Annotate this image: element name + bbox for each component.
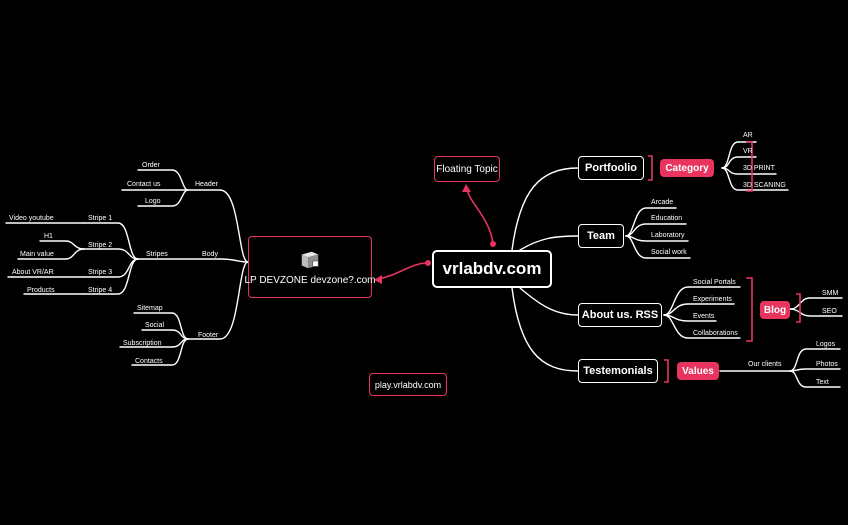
footer-item-sitemap[interactable]: Sitemap (137, 305, 163, 312)
body-label[interactable]: Body (202, 251, 218, 258)
team-item-education[interactable]: Education (651, 215, 683, 222)
stripe-3-label[interactable]: Stripe 3 (88, 269, 113, 276)
play-link[interactable]: play.vrlabdv.com (369, 373, 447, 396)
category-pill[interactable]: Category (660, 159, 714, 177)
lp-devzone-node[interactable]: LP DEVZONE devzone?.com (245, 236, 376, 298)
stripe-2-label[interactable]: Stripe 2 (88, 242, 113, 249)
about-item-events[interactable]: Events (693, 313, 715, 320)
header-label[interactable]: Header (195, 181, 218, 188)
stripe-item-products[interactable]: Products (27, 287, 55, 294)
stripes-label[interactable]: Stripes (146, 251, 168, 258)
portfolio-topic[interactable]: Portfoolio (578, 156, 644, 180)
testimonials-topic[interactable]: Testemonials (578, 359, 658, 383)
stripe-item-main-value[interactable]: Main value (20, 251, 54, 258)
client-item-text[interactable]: Text (816, 379, 829, 386)
portfolio-item-3d-scaning[interactable]: 3D SCANING (743, 182, 786, 189)
blog-pill[interactable]: Blog (760, 301, 790, 319)
client-item-photos[interactable]: Photos (816, 361, 838, 368)
stripe-item-video-youtube[interactable]: Video youtube (9, 215, 54, 222)
floating-topic[interactable]: Floating Topic (434, 156, 500, 182)
client-item-logos[interactable]: Logos (816, 341, 836, 348)
team-item-social-work[interactable]: Social work (651, 249, 687, 256)
about-rss-topic[interactable]: About us. RSS (578, 303, 662, 327)
footer-label[interactable]: Footer (198, 332, 219, 339)
stripe-item-h1[interactable]: H1 (44, 233, 53, 240)
portfolio-item-3d-print[interactable]: 3D PRINT (743, 165, 775, 172)
central-topic[interactable]: vrlabdv.com (432, 250, 552, 288)
blog-item-smm[interactable]: SMM (822, 290, 839, 297)
our-clients-label[interactable]: Our clients (748, 361, 782, 368)
stripe-1-label[interactable]: Stripe 1 (88, 215, 113, 222)
header-item-contact-us[interactable]: Contact us (127, 181, 161, 188)
portfolio-item-ar[interactable]: AR (743, 132, 753, 139)
portfolio-item-vr[interactable]: VR (743, 148, 753, 155)
footer-item-contacts[interactable]: Contacts (135, 358, 163, 365)
about-item-social-portals[interactable]: Social Portals (693, 279, 736, 286)
blog-item-seo[interactable]: SEO (822, 308, 837, 315)
stripe-4-label[interactable]: Stripe 4 (88, 287, 113, 294)
team-topic[interactable]: Team (578, 224, 624, 248)
lp-devzone-label: LP DEVZONE devzone?.com (244, 274, 376, 286)
about-item-collaborations[interactable]: Collaborations (693, 330, 738, 337)
cube-icon (301, 251, 319, 268)
footer-item-social[interactable]: Social (145, 322, 165, 329)
team-item-arcade[interactable]: Arcade (651, 199, 674, 206)
header-item-logo[interactable]: Logo (145, 198, 161, 205)
header-item-order[interactable]: Order (142, 162, 160, 169)
team-item-laboratory[interactable]: Laboratory (651, 232, 685, 239)
stripe-item-about-vr-ar[interactable]: About VR/AR (12, 269, 54, 276)
about-item-experiments[interactable]: Experiments (693, 296, 732, 303)
footer-item-subscription[interactable]: Subscription (123, 340, 162, 347)
values-pill[interactable]: Values (677, 362, 719, 380)
